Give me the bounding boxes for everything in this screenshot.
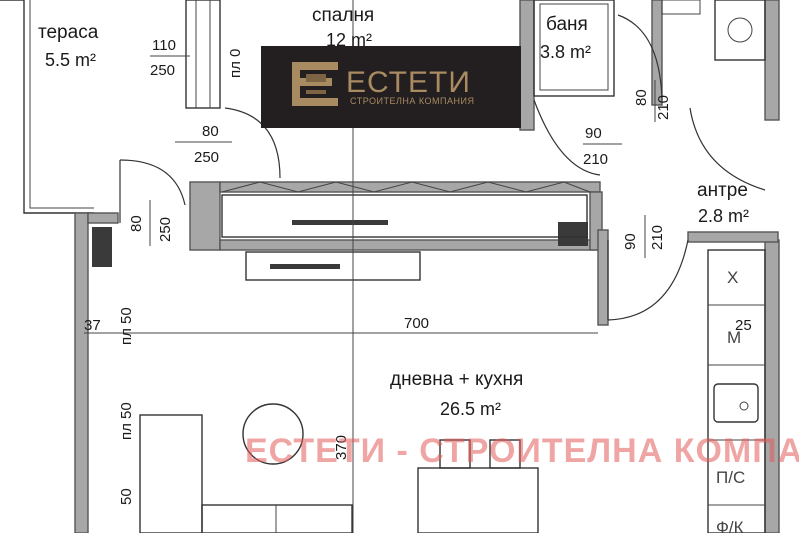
bath-door2-width: 90	[585, 125, 602, 142]
terrace-door-width: 110	[152, 37, 176, 54]
living-width: 700	[404, 315, 429, 332]
logo-mark-icon	[292, 62, 338, 106]
entry-door-width: 90	[622, 233, 639, 250]
tv-unit	[245, 220, 421, 281]
freezer-label: Ф/К	[716, 518, 744, 533]
bathroom-fixtures	[533, 0, 766, 97]
structural-columns	[92, 222, 588, 267]
logo-background	[261, 46, 521, 128]
logo-name: ЕСТЕТИ	[346, 66, 471, 99]
hood-label: X	[727, 268, 738, 287]
left-offset: 37	[84, 317, 101, 334]
right-offset: 25	[735, 317, 752, 334]
terrace-door-height: 250	[150, 62, 175, 79]
bedroom-door-width: 80	[202, 123, 219, 140]
entry-door-height: 210	[649, 225, 666, 250]
living-depth: 370	[333, 435, 350, 460]
terrace-outline	[0, 0, 221, 214]
bath-door-height: 210	[655, 95, 672, 120]
bedroom-door-height: 250	[194, 149, 219, 166]
living-name: дневна + кухня	[390, 369, 523, 390]
left-window-width: 80	[128, 215, 145, 232]
walls	[74, 0, 780, 533]
terrace-door-sill: пл 0	[227, 49, 244, 78]
left-mark-1: пл 50	[118, 307, 135, 345]
company-logo: ЕСТЕТИ СТРОИТЕЛНА КОМПАНИЯ	[261, 46, 521, 128]
wardrobe	[221, 181, 591, 238]
terrace-name: тераса	[38, 22, 99, 43]
dishwasher-label: М	[727, 328, 741, 347]
fridge-freezer-label: П/С	[716, 468, 745, 487]
left-window-height: 250	[157, 217, 174, 242]
living-area: 26.5 m²	[440, 399, 501, 419]
bathroom-name: баня	[546, 14, 588, 35]
bedroom-name: спалня	[312, 5, 374, 26]
room-labels: тераса 5.5 m² спалня 12 m² баня 3.8 m² а…	[38, 5, 749, 419]
terrace-area: 5.5 m²	[45, 50, 96, 70]
dimension-labels: 110 250 пл 0 80 250 80 250 80 210 90 210…	[84, 37, 752, 505]
bathroom-area: 3.8 m²	[540, 42, 591, 62]
hall-area: 2.8 m²	[698, 206, 749, 226]
left-mark-3: 50	[118, 488, 135, 505]
logo-tagline: СТРОИТЕЛНА КОМПАНИЯ	[350, 96, 474, 106]
bedroom-area: 12 m²	[326, 30, 372, 50]
left-mark-2: пл 50	[118, 402, 135, 440]
living-furniture	[139, 403, 539, 533]
doors	[119, 14, 766, 321]
equipment-labels: X М П/С Ф/К	[716, 268, 745, 533]
watermark-text: ЕСТЕТИ - СТРОИТЕЛНА КОМПАНИЯ	[245, 432, 799, 470]
hall-name: антре	[697, 180, 748, 201]
kitchen-counter	[707, 249, 766, 533]
bath-door-width: 80	[633, 89, 650, 106]
bath-door2-height: 210	[583, 151, 608, 168]
